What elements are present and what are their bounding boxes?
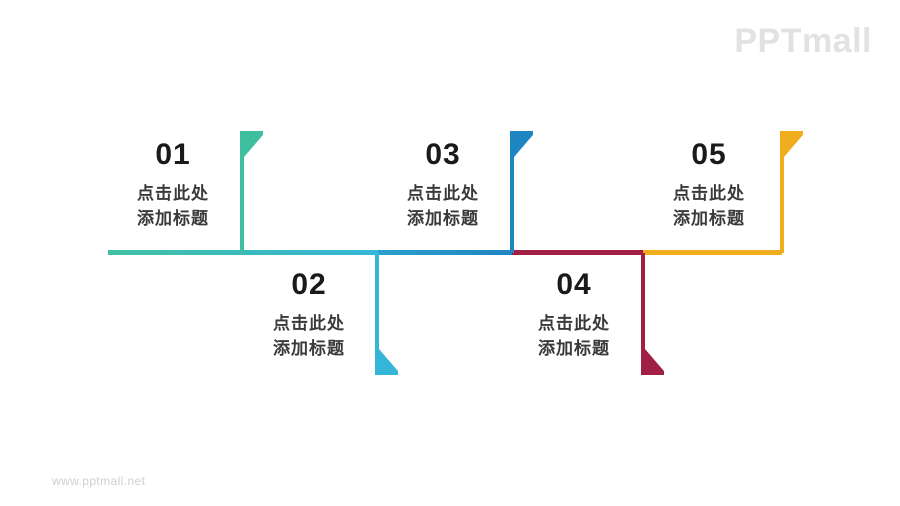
- step-title-line1: 点击此处: [673, 184, 745, 204]
- flag-pole-icon: [510, 131, 514, 253]
- flag-pole-icon: [375, 253, 379, 375]
- step-title-line1: 点击此处: [538, 314, 610, 334]
- step-title-line2: 添加标题: [137, 208, 209, 229]
- flag-pole-icon: [240, 131, 244, 253]
- step-text-block: 04 点击此处添加标题: [489, 270, 659, 361]
- site-watermark: www.pptmall.net: [52, 474, 146, 488]
- step-number: 01: [155, 138, 191, 171]
- axis-segment-4: [643, 250, 782, 255]
- step-title-line1: 点击此处: [137, 184, 209, 204]
- flag-pole-icon: [641, 253, 645, 375]
- step-text-block: 05 点击此处添加标题: [624, 140, 794, 231]
- step-text-block: 01 点击此处添加标题: [88, 140, 258, 231]
- step-number: 05: [691, 138, 727, 171]
- step-number: 03: [425, 138, 461, 171]
- step-title-line2: 添加标题: [673, 208, 745, 229]
- flag-pole-icon: [780, 131, 784, 253]
- step-text-block: 03 点击此处添加标题: [358, 140, 528, 231]
- step-title: 点击此处添加标题: [624, 182, 794, 231]
- axis-segment-2: [378, 250, 512, 255]
- step-title: 点击此处添加标题: [88, 182, 258, 231]
- step-number: 04: [556, 268, 592, 301]
- axis-segment-3: [512, 250, 643, 255]
- step-title-line1: 点击此处: [273, 314, 345, 334]
- step-title-line2: 添加标题: [273, 338, 345, 359]
- step-title: 点击此处添加标题: [224, 312, 394, 361]
- step-number: 02: [291, 268, 327, 301]
- step-title: 点击此处添加标题: [358, 182, 528, 231]
- step-title-line2: 添加标题: [538, 338, 610, 359]
- pptmall-logo: PPTmall: [734, 22, 872, 60]
- step-title-line1: 点击此处: [407, 184, 479, 204]
- step-title-line2: 添加标题: [407, 208, 479, 229]
- step-text-block: 02 点击此处添加标题: [224, 270, 394, 361]
- step-title: 点击此处添加标题: [489, 312, 659, 361]
